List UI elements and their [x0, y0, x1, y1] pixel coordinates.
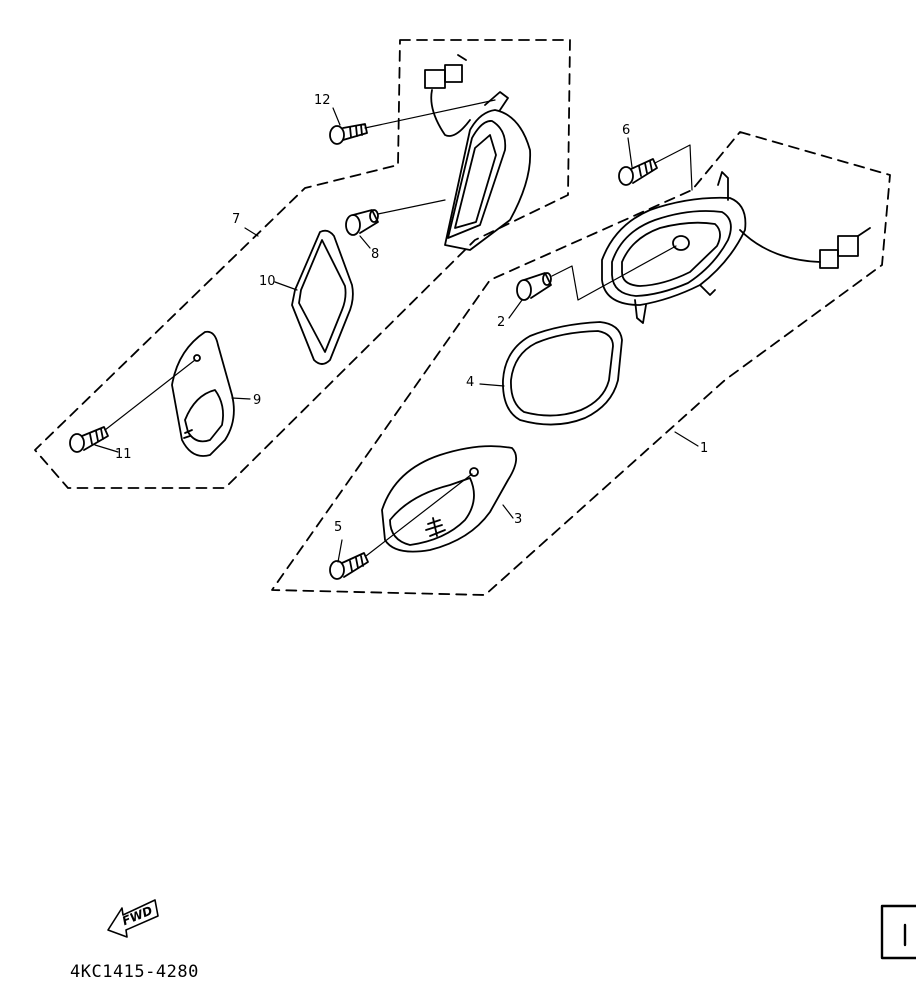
callout-12: 12	[314, 93, 331, 108]
leader-screw-12	[364, 99, 496, 129]
leader-bulb-2	[551, 245, 677, 301]
callout-11: 11	[115, 447, 132, 462]
screw-5	[329, 552, 369, 580]
screw-11	[69, 426, 109, 453]
callout-8: 8	[371, 247, 380, 262]
right-lamp-housing	[601, 171, 821, 324]
left-lamp-housing	[444, 91, 532, 251]
leader-screw-6	[654, 144, 693, 191]
page-corner-box	[880, 904, 916, 960]
leader-screw-5	[365, 473, 473, 557]
connector-right	[819, 227, 871, 269]
callout-2: 2	[497, 315, 506, 330]
screw-12	[329, 123, 368, 145]
bulb-8	[345, 209, 379, 236]
callout-5: 5	[334, 520, 343, 535]
callout-1: 1	[700, 441, 709, 456]
left-assembly-boundary	[34, 39, 571, 489]
bulb-2	[516, 272, 552, 301]
gasket-4	[502, 321, 623, 426]
fwd-arrow-icon: FWD	[107, 899, 159, 938]
lens-9	[171, 330, 235, 457]
connector-left	[424, 54, 471, 137]
callout-4: 4	[466, 375, 475, 390]
callout-10: 10	[259, 274, 276, 289]
callout-3: 3	[514, 512, 523, 527]
leader-screw-11	[104, 359, 196, 431]
part-code: 4KC1415-4280	[70, 962, 199, 982]
screw-6	[618, 158, 658, 186]
lens-3	[381, 445, 518, 553]
gasket-10	[291, 229, 354, 365]
callout-6: 6	[622, 123, 631, 138]
callout-leaders	[94, 107, 699, 563]
leader-bulb-8	[377, 199, 446, 215]
right-assembly-boundary	[271, 131, 891, 596]
callout-7: 7	[232, 212, 241, 227]
callout-9: 9	[253, 393, 262, 408]
